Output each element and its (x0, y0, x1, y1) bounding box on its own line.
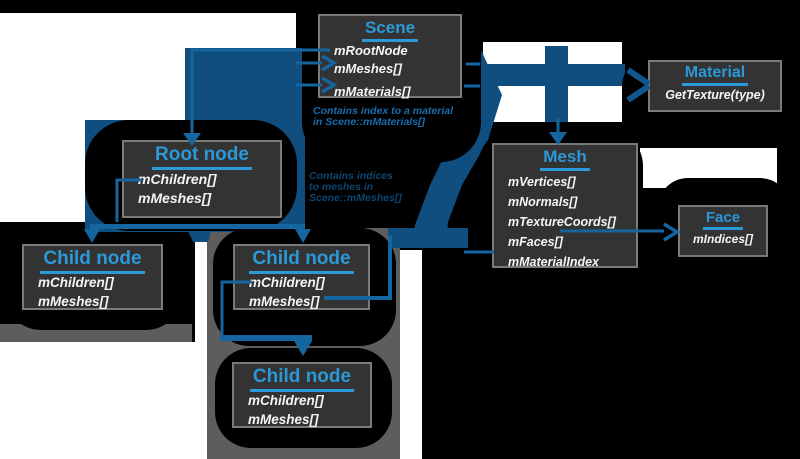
child1-item-mchildren: mChildren[] (38, 274, 114, 290)
child3-title: Child node (234, 366, 370, 392)
child-node-box-middle: Child node mChildren[] mMeshes[] (233, 244, 370, 310)
white-patch-right (640, 148, 777, 188)
material-box: Material GetTexture(type) (648, 60, 782, 112)
child3-arrow-icon (294, 341, 312, 356)
child1-title: Child node (24, 248, 161, 274)
scene-item-mmeshes: mMeshes[] (334, 61, 402, 77)
root-node-box: Root node mChildren[] mMeshes[] (122, 140, 282, 218)
white-strip-bottom-center (400, 250, 422, 459)
child2-item-mmeshes: mMeshes[] (249, 293, 320, 309)
children-horizontal-bar (90, 224, 305, 229)
child1-arrow-icon (84, 229, 100, 243)
mesh-item-mtexturecoords: mTextureCoords[] (508, 214, 616, 229)
scene-item-mmaterials: mMaterials[] (334, 84, 411, 100)
mesh-item-mfaces: mFaces[] (508, 234, 563, 249)
material-arrow-icon (626, 67, 651, 103)
mesh-item-mnormals: mNormals[] (508, 194, 578, 209)
child1-item-mmeshes: mMeshes[] (38, 293, 109, 309)
meshes-annotation-line3: Scene::mMeshes[] (309, 192, 402, 205)
scene-title: Scene (320, 18, 460, 42)
rootnode-connector-line (190, 48, 330, 133)
meshes-annotation-line2: to meshes in (309, 181, 374, 194)
scene-box: Scene mRootNode mMeshes[] mMaterials[] (318, 14, 462, 99)
mesh-title: Mesh (494, 147, 636, 171)
white-patch-bottomleft (0, 342, 195, 459)
child2-item-mchildren: mChildren[] (249, 274, 325, 290)
child2-title: Child node (235, 248, 368, 274)
child3-horizontal-bar (220, 335, 312, 341)
root-item-mchildren: mChildren[] (138, 170, 217, 187)
face-title: Face (680, 209, 766, 231)
child-node-box-bottom: Child node mChildren[] mMeshes[] (232, 362, 372, 428)
scene-item-mrootnode: mRootNode (334, 42, 408, 58)
meshes-annotation-line1: Contains indices (309, 170, 394, 182)
mesh-item-mvertices: mVertices[] (508, 174, 576, 189)
material-annotation: Contains index to a material in Scene::m… (313, 105, 453, 129)
child3-item-mmeshes: mMeshes[] (248, 411, 319, 427)
face-box: Face mIndices[] (678, 205, 768, 257)
mesh-item-mmaterialindex: mMaterialIndex (508, 254, 600, 269)
child3-item-mchildren: mChildren[] (248, 392, 324, 408)
mesh-box: Mesh mVertices[] mNormals[] mTextureCoor… (492, 143, 638, 269)
meshes-annotation: Contains indices to meshes in Scene::mMe… (309, 170, 402, 205)
face-item-mindices: mIndices[] (692, 232, 753, 247)
white-strip-middle (195, 238, 207, 459)
root-node-title: Root node (124, 144, 280, 170)
gray-fringe-left (0, 324, 192, 344)
white-patch-top-center (483, 42, 622, 122)
material-title: Material (650, 64, 780, 87)
child2-arrow-icon (295, 229, 311, 243)
root-item-mmeshes: mMeshes[] (138, 189, 212, 206)
face-arrow-icon (663, 222, 681, 242)
material-annotation-line2: in Scene::mMaterials[] (313, 116, 426, 129)
material-item-gettexture: GetTexture(type) (665, 88, 765, 103)
child-node-box-left: Child node mChildren[] mMeshes[] (22, 244, 163, 310)
